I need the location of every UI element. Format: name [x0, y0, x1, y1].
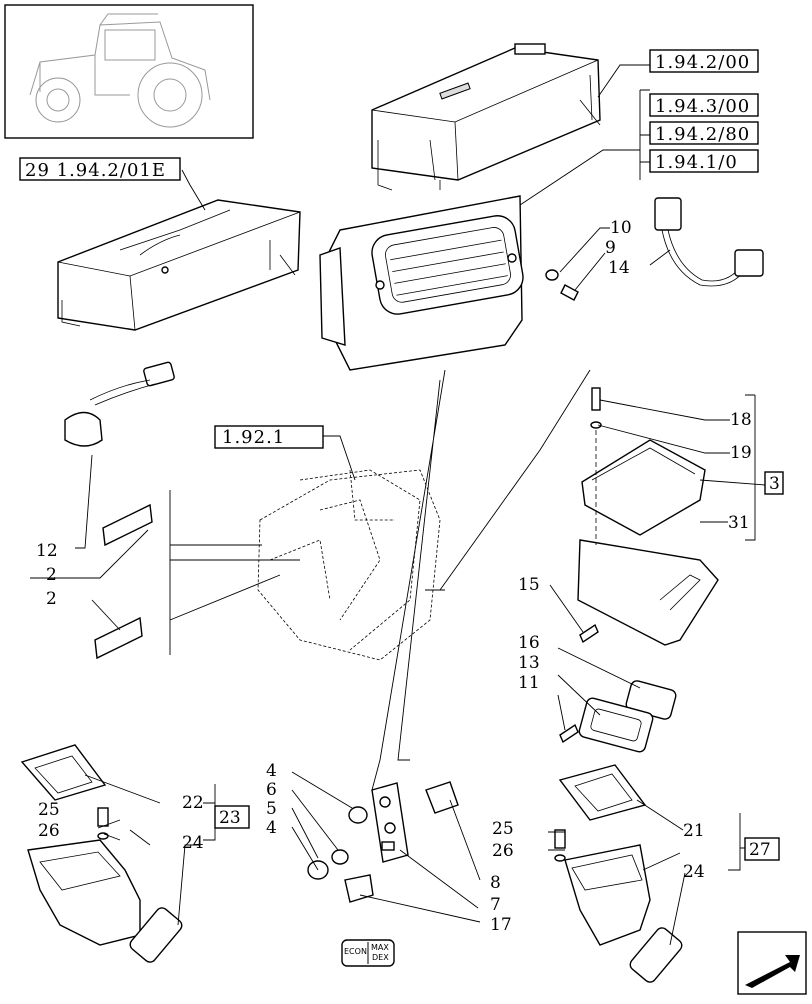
callout-8: 8 [490, 873, 501, 893]
callout-16: 16 [518, 633, 540, 653]
callout-11: 11 [518, 673, 540, 693]
air-vent-left [20, 744, 183, 963]
cab-frame [257, 469, 441, 661]
callout-10: 10 [610, 218, 632, 238]
callout-27: 27 [749, 840, 771, 860]
callout-21: 21 [683, 821, 705, 841]
blanking-plug-upper [102, 503, 153, 547]
callout-23-box: 23 [214, 805, 250, 829]
callout-4a: 4 [266, 761, 277, 781]
ref-194280-label: 1.94.2/80 [655, 124, 750, 145]
ref-194210[interactable]: 1.94.1/0 [649, 149, 759, 173]
gasket-frame [559, 680, 677, 753]
ref-194300-label: 1.94.3/00 [655, 96, 750, 117]
hvac-module-left [57, 199, 301, 331]
callout-24a: 24 [182, 833, 204, 853]
screw-15 [579, 623, 599, 644]
callout-12: 12 [36, 541, 58, 561]
ref-194200[interactable]: 1.94.2/00 [649, 49, 759, 73]
switch-label-max: MAX [371, 943, 389, 952]
ref-192[interactable]: 1.92.1 [214, 425, 324, 449]
wiring-harness [654, 197, 764, 287]
next-page-arrow-icon[interactable] [737, 931, 807, 995]
blanking-plug-lower [94, 616, 143, 660]
mounting-bracket [577, 539, 719, 646]
ref-29194201e-label: 29 1.94.2/01E [25, 160, 166, 181]
ref-29194201e[interactable]: 29 1.94.2/01E [19, 157, 181, 181]
callout-4b: 4 [266, 818, 277, 838]
callout-6: 6 [266, 780, 277, 800]
ref-194200-label: 1.94.2/00 [655, 52, 750, 73]
callout-26b: 26 [492, 841, 514, 861]
callout-18: 18 [730, 410, 752, 430]
switch-panel [307, 781, 459, 967]
callout-15: 15 [518, 575, 540, 595]
screw-and-washer [590, 387, 602, 545]
callout-5: 5 [266, 799, 277, 819]
callout-13: 13 [518, 653, 540, 673]
hvac-housing [319, 195, 524, 371]
callout-25a: 25 [38, 800, 60, 820]
ref-194300[interactable]: 1.94.3/00 [649, 93, 759, 117]
tractor-thumbnail [4, 4, 254, 139]
callout-22: 22 [182, 793, 204, 813]
ref-194210-label: 1.94.1/0 [655, 152, 738, 173]
leader-lines [30, 64, 766, 946]
callout-17: 17 [490, 915, 512, 935]
callout-24b: 24 [683, 862, 705, 882]
switch-label-dex: DEX [372, 953, 389, 962]
ref-194280[interactable]: 1.94.2/80 [649, 121, 759, 145]
callout-19: 19 [730, 443, 752, 463]
washer-bolt [545, 269, 579, 301]
callout-23: 23 [219, 808, 241, 828]
callout-7: 7 [490, 895, 501, 915]
callout-3-box: 3 [764, 471, 784, 495]
hvac-module-upper [371, 43, 601, 191]
callout-27-box: 27 [744, 837, 780, 861]
switch-label-econ: ECON [344, 947, 367, 956]
air-vent-right [554, 764, 683, 983]
callout-26a: 26 [38, 821, 60, 841]
callout-31: 31 [728, 513, 750, 533]
callout-2b: 2 [46, 589, 57, 609]
callout-2a: 2 [46, 565, 57, 585]
temperature-sensor [64, 361, 175, 447]
callout-14: 14 [608, 258, 630, 278]
callout-25b: 25 [492, 819, 514, 839]
control-unit [581, 439, 706, 536]
callout-9: 9 [605, 238, 616, 258]
callout-3: 3 [769, 474, 780, 494]
ref-192-label: 1.92.1 [222, 427, 285, 448]
